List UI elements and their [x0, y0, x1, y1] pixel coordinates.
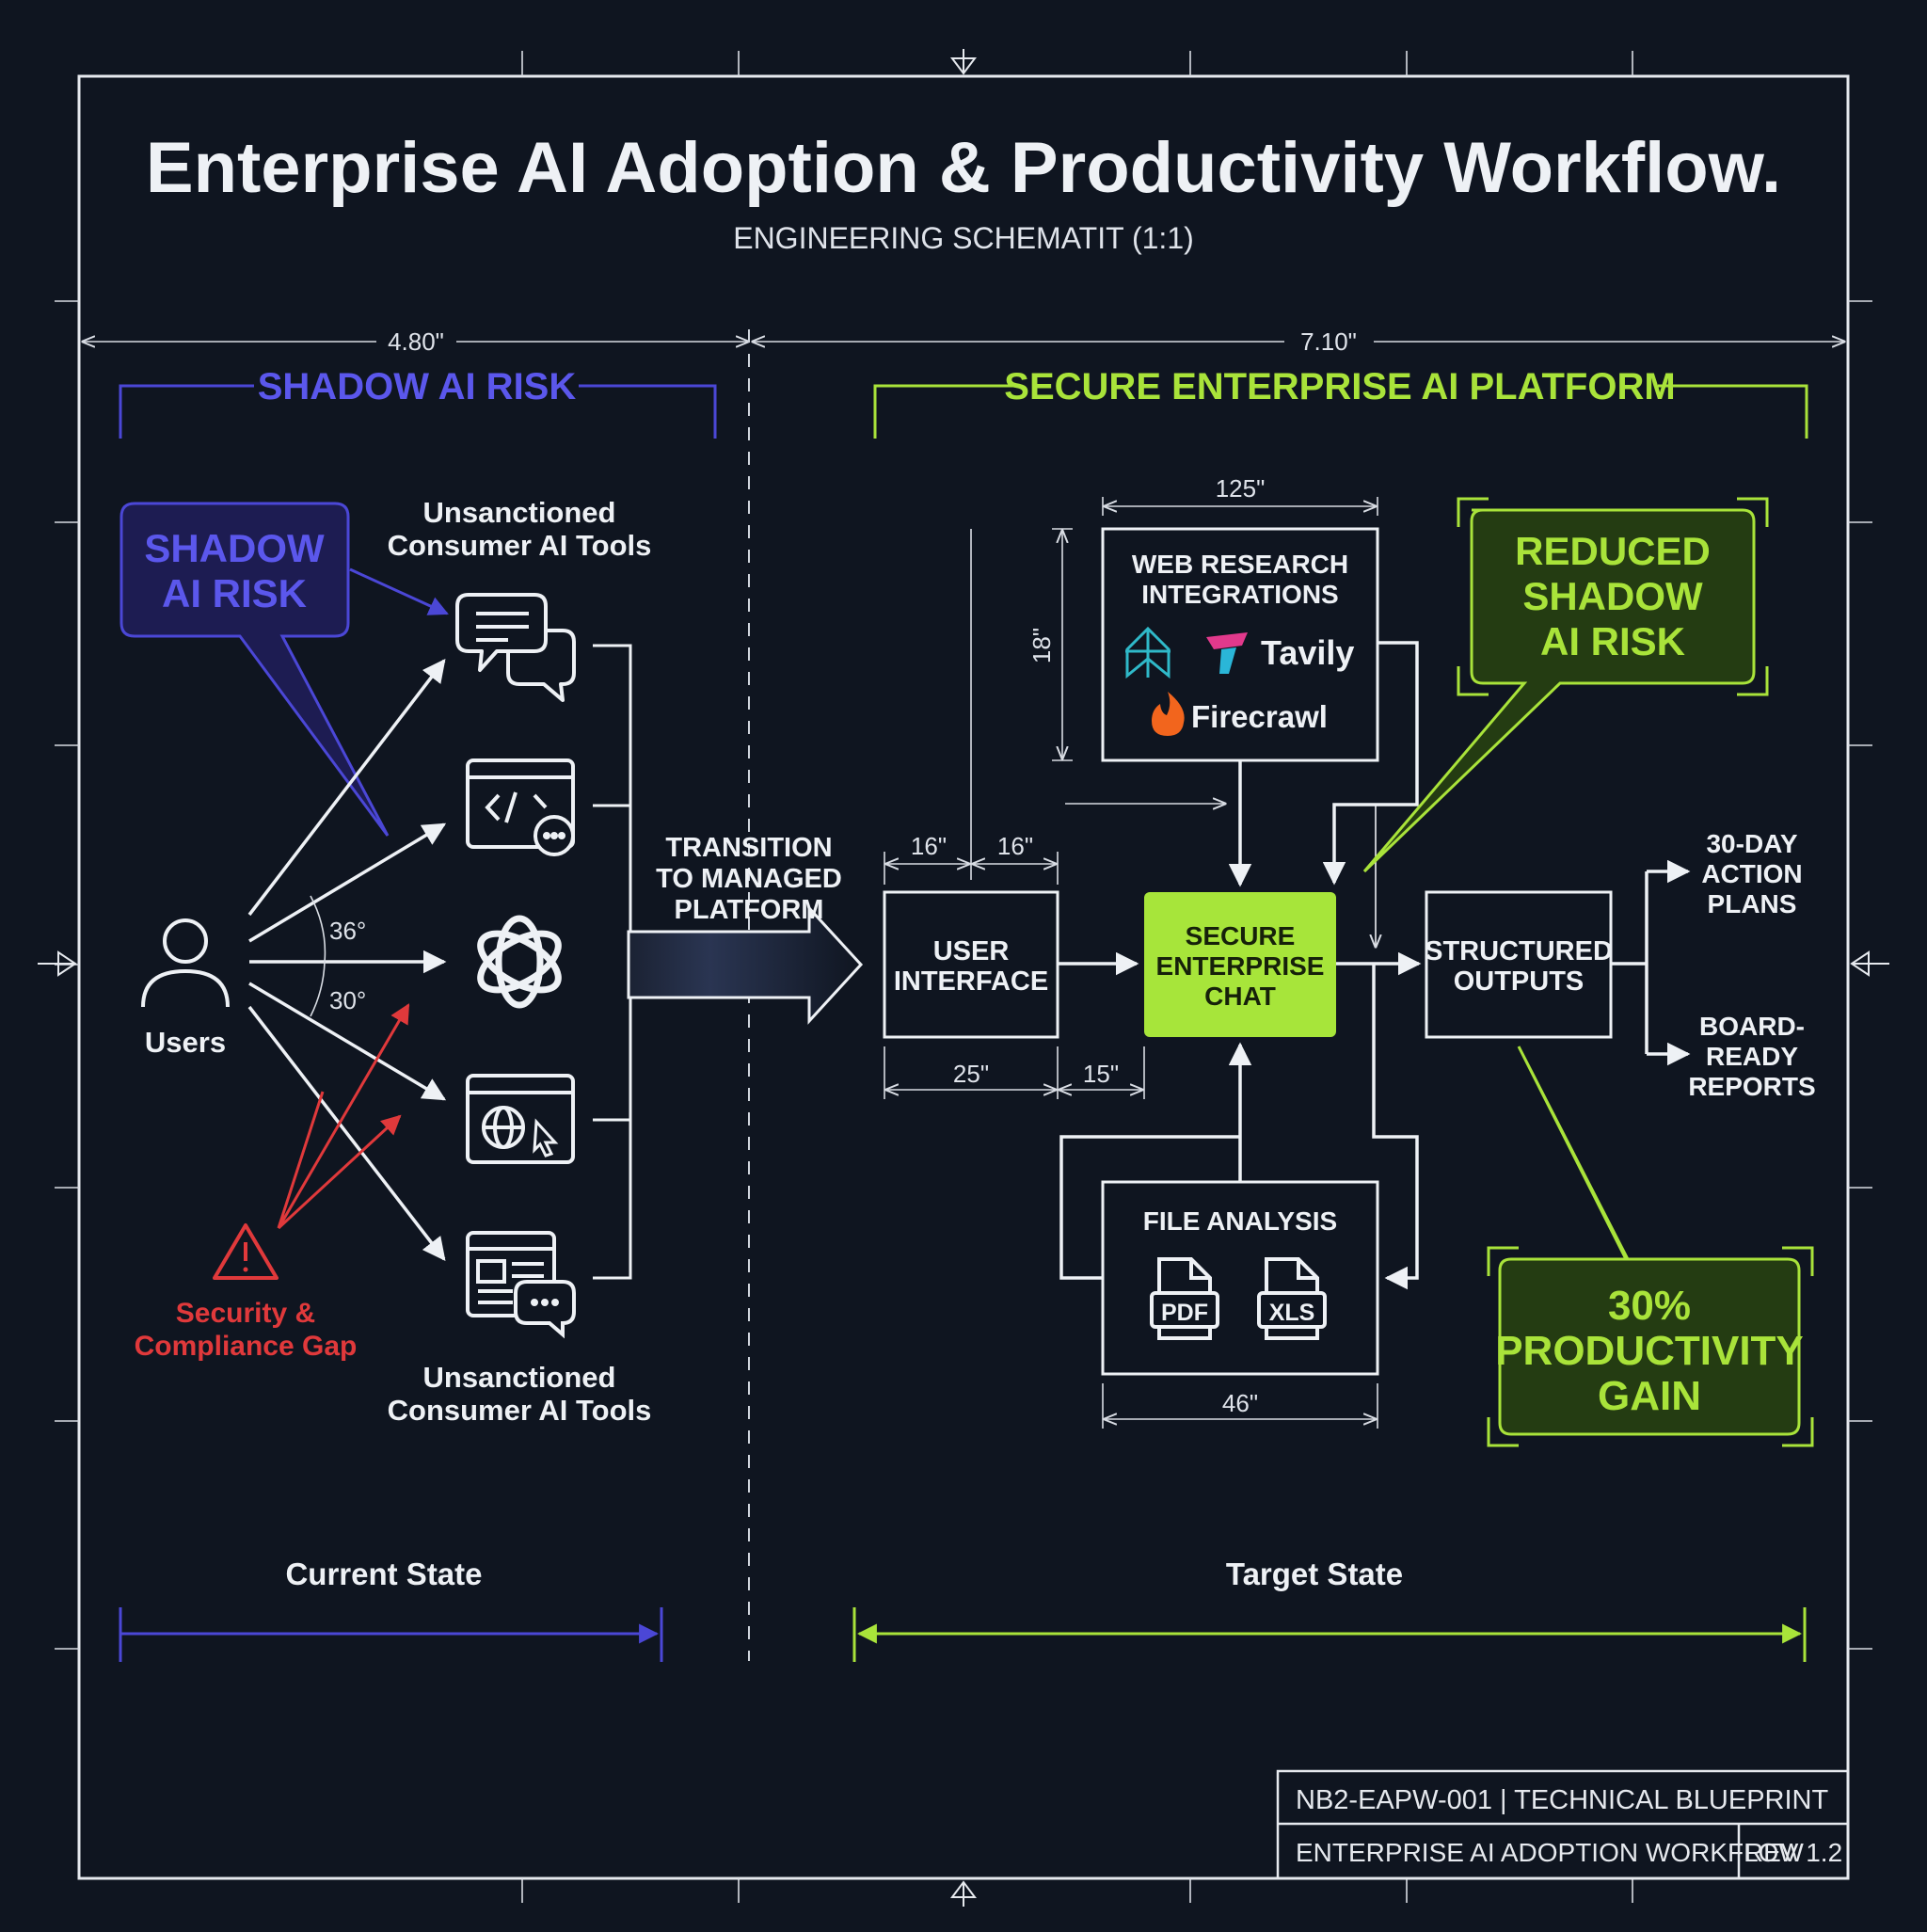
chat-bubbles-icon	[455, 593, 576, 702]
user-icon	[141, 918, 230, 1008]
dim-file-width: 46"	[1222, 1389, 1258, 1417]
dim-ui-left: 16"	[911, 832, 947, 860]
angle-arcs	[310, 895, 326, 1017]
pdf-file-icon	[1150, 1257, 1219, 1340]
angle-bottom-label: 30°	[329, 986, 366, 1014]
firecrawl-brand: Firecrawl	[1191, 699, 1328, 734]
document-chat-icon	[466, 1231, 576, 1339]
file-analysis-box: FILE ANALYSIS PDF XLS	[1101, 1180, 1379, 1376]
page-title: Enterprise AI Adoption & Productivity Wo…	[146, 128, 1781, 208]
dim-right-width: 7.10"	[1300, 327, 1357, 356]
secure-chat-box	[1144, 892, 1336, 1037]
pdf-label: PDF	[1161, 1300, 1208, 1326]
web-box-dimensions: 125" 18"	[1027, 474, 1378, 761]
web-browser-icon	[466, 1074, 575, 1164]
top-dimension-lines: 4.80" 7.10"	[83, 327, 1844, 356]
title-block	[1276, 1769, 1850, 1880]
dim-ui-right: 16"	[997, 832, 1033, 860]
xls-file-icon	[1257, 1257, 1327, 1340]
file-box-dimensions: 46"	[1102, 1383, 1378, 1429]
angle-top-label: 36°	[329, 917, 366, 945]
dim-gap-bottom: 15"	[1083, 1060, 1119, 1088]
dim-ui-bottom: 25"	[953, 1060, 989, 1088]
shadow-ai-section: SHADOW AI RISK	[119, 366, 717, 439]
perplexity-logo-icon	[1125, 626, 1171, 679]
code-window-icon	[466, 758, 575, 856]
dim-web-width: 125"	[1216, 474, 1266, 503]
tavily-brand: Tavily	[1261, 633, 1354, 672]
security-gap-arrows	[277, 1003, 410, 1230]
title-block-row2: ENTERPRISE AI ADOPTION WORKFLOW	[1296, 1838, 1804, 1867]
users-label: Users	[145, 1026, 226, 1059]
productivity-callout	[1487, 1046, 1814, 1447]
file-analysis-title: FILE ANALYSIS	[1143, 1206, 1337, 1236]
reduced-risk-callout	[1362, 497, 1769, 873]
platform-connectors	[1058, 641, 1691, 1290]
ui-box-dimensions: 16" 16" 25" 15"	[884, 529, 1225, 1099]
dim-left-width: 4.80"	[388, 327, 444, 356]
current-state-bar	[119, 1607, 663, 1662]
secure-section-title: SECURE ENTERPRISE AI PLATFORM	[1004, 366, 1675, 407]
shadow-section-title: SHADOW AI RISK	[258, 366, 577, 407]
drawing-frame	[38, 49, 1889, 1907]
title-block-rev: REV 1.2	[1744, 1838, 1842, 1867]
warning-icon	[213, 1223, 279, 1280]
tools-merge-bracket	[593, 644, 632, 1280]
transition-arrow	[627, 904, 864, 1025]
target-state-bar	[852, 1607, 1807, 1662]
security-gap-label: Security &Compliance Gap	[135, 1298, 358, 1362]
title-block-row1: NB2-EAPW-001 | TECHNICAL BLUEPRINT	[1296, 1785, 1828, 1815]
current-state-label: Current State	[285, 1557, 482, 1591]
user-to-tools-arrows	[247, 659, 447, 1261]
target-state-label: Target State	[1226, 1557, 1403, 1591]
openai-logo-icon	[477, 915, 562, 1009]
dim-web-height: 18"	[1027, 628, 1056, 663]
page-subtitle: ENGINEERING SCHEMATIT (1:1)	[733, 221, 1194, 255]
firecrawl-flame-icon	[1152, 692, 1185, 736]
xls-label: XLS	[1269, 1300, 1315, 1326]
secure-platform-section: SECURE ENTERPRISE AI PLATFORM	[873, 366, 1808, 439]
tavily-logo-icon	[1206, 632, 1248, 674]
